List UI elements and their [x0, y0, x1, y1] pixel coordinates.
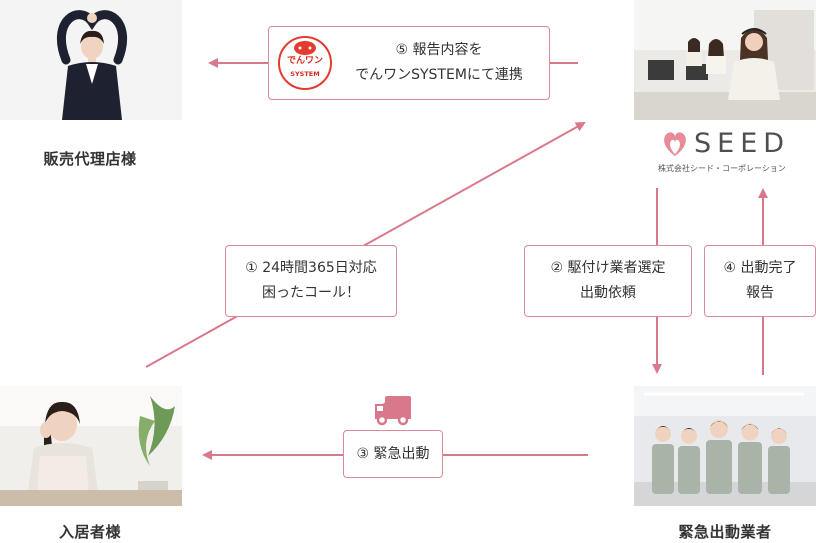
step2-line1: ② 駆付け業者選定	[550, 260, 666, 276]
seed-wordmark: SEED	[694, 128, 791, 159]
truck-icon	[375, 396, 411, 426]
heart-flower-icon	[664, 132, 686, 156]
step1-line2: 困ったコール！	[262, 285, 360, 301]
seed-logo: SEED 株式会社シード・コーポレーション	[658, 128, 798, 178]
step2-line2: 出動依頼	[580, 285, 636, 301]
seed-company-name: 株式会社シード・コーポレーション	[658, 164, 786, 173]
contractor-photo	[634, 386, 816, 506]
call-center-photo	[634, 0, 816, 120]
contractor-label: 緊急出動業者	[678, 523, 772, 541]
denwan-mascot-icon	[294, 41, 316, 55]
step4-line1: ④ 出動完了	[723, 260, 797, 276]
step4-box: ④ 出動完了 報告	[704, 245, 816, 317]
badge-top-text: でんワン	[286, 56, 323, 66]
step3-line1: ③ 緊急出動	[356, 445, 430, 462]
step1-box: ① 24時間365日対応 困ったコール！	[225, 245, 397, 317]
agency-label: 販売代理店様	[43, 150, 137, 168]
step5-line1: ⑤ 報告内容を	[395, 42, 483, 58]
step5-line2: でんワンSYSTEMにて連携	[355, 67, 523, 83]
step1-line1: ① 24時間365日対応	[245, 260, 377, 276]
agency-photo	[0, 0, 182, 120]
step3-box: ③ 緊急出動	[343, 430, 443, 478]
resident-label: 入居者様	[58, 523, 121, 541]
step2-box: ② 駆付け業者選定 出動依頼	[524, 245, 692, 317]
denwan-system-badge: でんワン SYSTEM	[278, 36, 332, 90]
step4-line2: 報告	[746, 285, 774, 301]
resident-photo	[0, 386, 182, 506]
badge-bottom-text: SYSTEM	[290, 70, 320, 78]
